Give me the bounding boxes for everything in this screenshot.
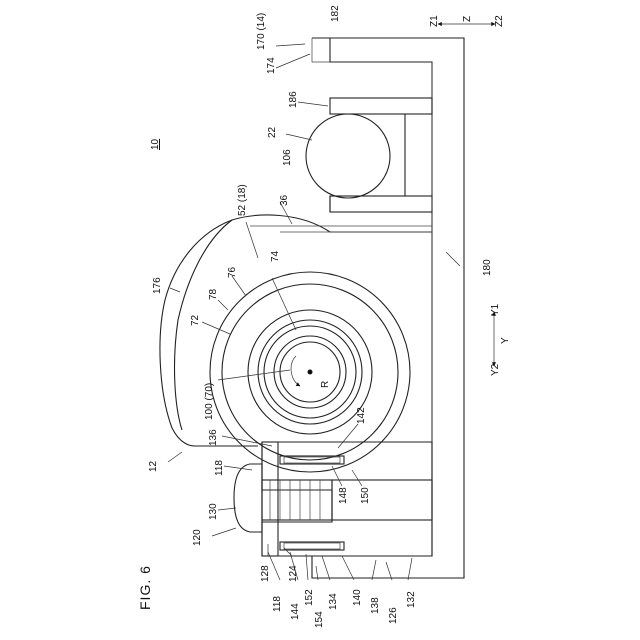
axis-y1: Y1 xyxy=(490,303,501,316)
label-154: 154 xyxy=(314,611,325,628)
label-118a: 118 xyxy=(214,460,225,476)
label-186: 186 xyxy=(288,91,299,108)
label-76: 76 xyxy=(227,266,238,278)
label-182: 182 xyxy=(330,5,341,22)
shaft-center xyxy=(308,370,313,375)
label-78: 78 xyxy=(208,288,219,300)
axis-z: Z xyxy=(462,16,473,22)
label-118b: 118 xyxy=(272,596,283,612)
bolt-head-130 xyxy=(234,464,262,532)
reference-labels: 170 (14) 182 174 186 22 106 36 52 (18) 1… xyxy=(148,5,493,628)
label-136: 136 xyxy=(208,429,219,446)
label-126: 126 xyxy=(388,607,399,624)
label-132: 132 xyxy=(406,591,417,608)
ball-seat-top xyxy=(330,98,432,114)
label-130: 130 xyxy=(208,503,219,520)
housing-face xyxy=(312,38,330,62)
label-74: 74 xyxy=(270,250,281,262)
rotation-label: R xyxy=(320,381,331,388)
label-106: 106 xyxy=(282,149,293,166)
bolt-shank xyxy=(262,480,332,520)
axis-z1: Z1 xyxy=(429,15,440,27)
label-120: 120 xyxy=(192,529,203,546)
label-170: 170 (14) xyxy=(256,13,267,50)
label-148: 148 xyxy=(338,487,349,504)
slot-152-hatch xyxy=(284,543,340,549)
label-174: 174 xyxy=(266,57,277,74)
rotation-arrow-r xyxy=(291,356,300,386)
leader-lines xyxy=(168,44,460,580)
label-128: 128 xyxy=(260,565,271,582)
label-138: 138 xyxy=(370,597,381,614)
axis-y: Y xyxy=(500,337,511,344)
axis-y2: Y2 xyxy=(490,363,501,376)
label-176: 176 xyxy=(152,277,163,294)
label-72: 72 xyxy=(190,314,201,326)
outer-contour-176 xyxy=(160,215,432,446)
ball-106 xyxy=(306,114,390,198)
figure-title: FIG. 6 xyxy=(137,565,153,610)
label-152: 152 xyxy=(304,589,315,606)
label-100: 100 (70) xyxy=(204,383,215,420)
label-52: 52 (18) xyxy=(237,184,248,216)
housing-body xyxy=(312,38,464,578)
label-22: 22 xyxy=(267,126,278,138)
axis-z2: Z2 xyxy=(494,15,505,27)
label-142: 142 xyxy=(356,407,367,424)
label-12: 12 xyxy=(148,460,159,472)
label-36: 36 xyxy=(279,194,290,206)
label-180: 180 xyxy=(482,259,493,276)
label-144: 144 xyxy=(290,603,301,620)
label-134: 134 xyxy=(328,593,339,610)
assembly-ref: 10 xyxy=(150,138,161,150)
label-140: 140 xyxy=(352,589,363,606)
label-124: 124 xyxy=(288,565,299,582)
label-150: 150 xyxy=(360,487,371,504)
